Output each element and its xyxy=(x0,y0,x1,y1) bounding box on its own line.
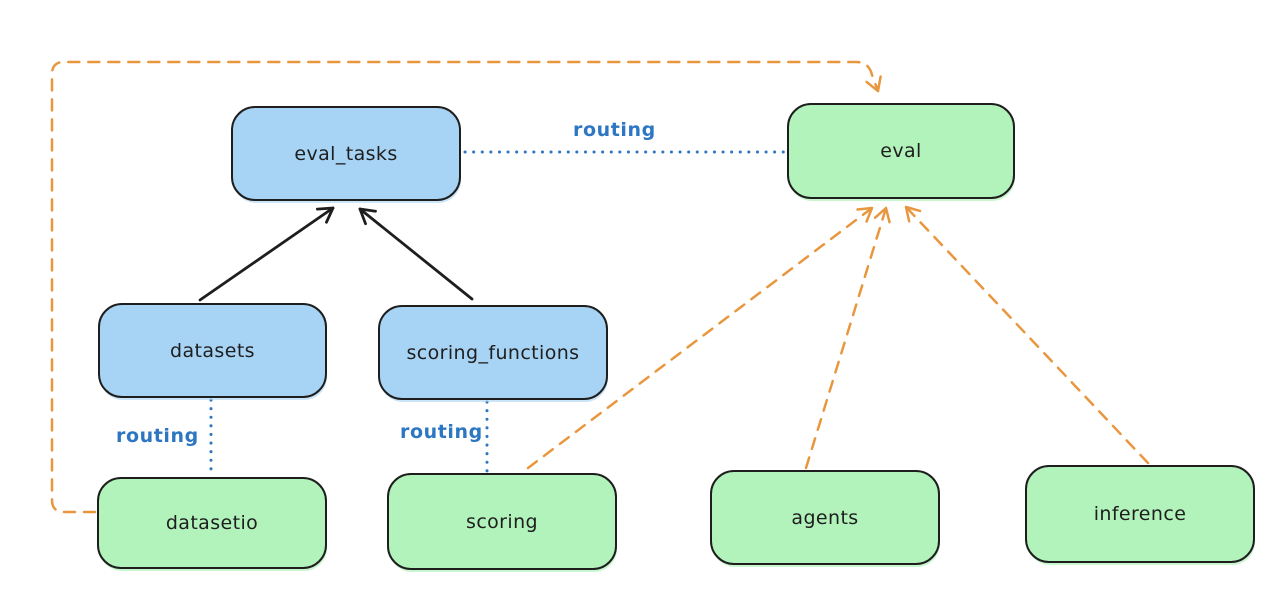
node-scoring_functions: scoring_functions xyxy=(378,305,608,400)
edge-datasets-to-eval_tasks xyxy=(198,206,335,302)
node-label: eval_tasks xyxy=(294,142,398,165)
node-eval: eval xyxy=(787,103,1015,199)
edge-agents-to-eval xyxy=(804,206,891,470)
node-datasets: datasets xyxy=(98,303,327,398)
node-agents: agents xyxy=(710,470,940,565)
edge-scoring-to-eval xyxy=(526,206,874,470)
node-label: agents xyxy=(791,506,859,529)
node-eval_tasks: eval_tasks xyxy=(231,106,461,201)
edge-label-routing-scoring_functions-scoring: routing xyxy=(400,421,483,443)
node-label: eval xyxy=(880,140,922,162)
node-scoring: scoring xyxy=(387,473,617,570)
node-label: inference xyxy=(1093,503,1187,525)
edge-scoring_functions-to-eval_tasks xyxy=(358,207,474,301)
edge-label-routing-eval_tasks-eval: routing xyxy=(573,119,656,141)
node-label: scoring xyxy=(466,510,538,533)
node-datasetio: datasetio xyxy=(97,477,327,569)
node-label: scoring_functions xyxy=(406,341,580,364)
edge-datasetio-to-eval xyxy=(50,60,882,514)
edge-inference-to-eval xyxy=(904,205,1150,465)
node-label: datasetio xyxy=(165,512,259,534)
node-label: datasets xyxy=(170,339,255,362)
node-inference: inference xyxy=(1025,465,1255,563)
edge-label-routing-datasets-datasetio: routing xyxy=(116,425,199,447)
